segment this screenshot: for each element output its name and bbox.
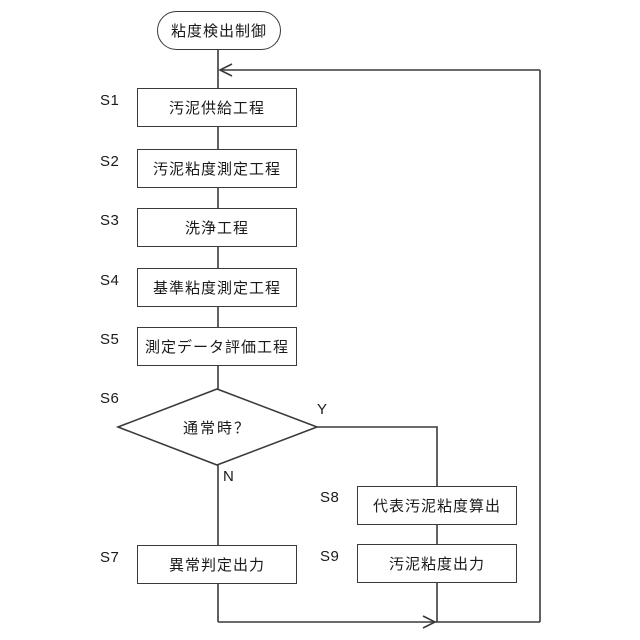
branch-label-yes: Y bbox=[317, 401, 328, 418]
process-box-s5: 測定データ評価工程 bbox=[137, 327, 297, 366]
arrowhead-left-icon bbox=[218, 63, 233, 77]
terminal-start-label: 粘度検出制御 bbox=[170, 23, 267, 40]
decision-label: 通常時？ bbox=[182, 420, 251, 437]
process-label-s9: 汚泥粘度出力 bbox=[388, 556, 485, 573]
process-label-s5: 測定データ評価工程 bbox=[144, 339, 289, 356]
branch-label-no: N bbox=[223, 468, 234, 485]
process-label-s3: 洗浄工程 bbox=[184, 220, 249, 237]
process-box-s9: 汚泥粘度出力 bbox=[357, 544, 517, 583]
process-box-s2: 汚泥粘度測定工程 bbox=[137, 149, 297, 188]
step-id-s4: S4 bbox=[100, 272, 120, 289]
terminal-start: 粘度検出制御 bbox=[157, 11, 281, 50]
process-label-s7: 異常判定出力 bbox=[168, 557, 265, 574]
process-box-s1: 汚泥供給工程 bbox=[137, 88, 297, 127]
step-id-s1: S1 bbox=[100, 92, 120, 109]
step-id-s6: S6 bbox=[100, 390, 120, 407]
process-label-s2: 汚泥粘度測定工程 bbox=[152, 161, 281, 178]
step-id-s7: S7 bbox=[100, 549, 120, 566]
connector-s6-s8-yes bbox=[317, 426, 438, 486]
step-id-s8: S8 bbox=[320, 489, 340, 506]
step-id-s2: S2 bbox=[100, 153, 120, 170]
process-box-s4: 基準粘度測定工程 bbox=[137, 268, 297, 307]
process-box-s7: 異常判定出力 bbox=[137, 545, 297, 584]
step-id-s5: S5 bbox=[100, 331, 120, 348]
process-box-s8: 代表汚泥粘度算出 bbox=[357, 486, 517, 525]
decision-diamond-shape bbox=[115, 388, 320, 466]
process-label-s8: 代表汚泥粘度算出 bbox=[372, 498, 501, 515]
process-label-s1: 汚泥供給工程 bbox=[168, 100, 265, 117]
step-id-s3: S3 bbox=[100, 212, 120, 229]
step-id-s9: S9 bbox=[320, 548, 340, 565]
process-label-s4: 基準粘度測定工程 bbox=[152, 280, 281, 297]
arrowhead-right-icon bbox=[422, 615, 437, 629]
process-box-s3: 洗浄工程 bbox=[137, 208, 297, 247]
